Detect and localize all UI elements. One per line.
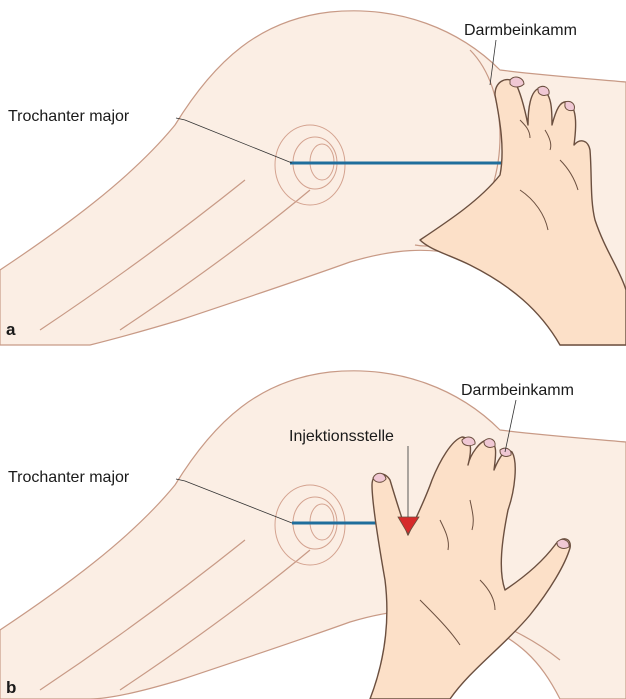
panel-letter-b: b [6,678,16,697]
label-crest-b: Darmbeinkamm [461,382,574,399]
label-injection-site: Injektionsstelle [289,428,394,445]
panel-letter-a: a [6,320,16,339]
body-silhouette-b [0,371,626,699]
panel-b: Trochanter major Darmbeinkamm Injektions… [0,371,626,699]
label-crest-a: Darmbeinkamm [464,22,577,39]
label-trochanter-b: Trochanter major [8,469,130,486]
label-trochanter-a: Trochanter major [8,108,130,125]
panel-a: Trochanter major Darmbeinkamm a [0,11,626,345]
